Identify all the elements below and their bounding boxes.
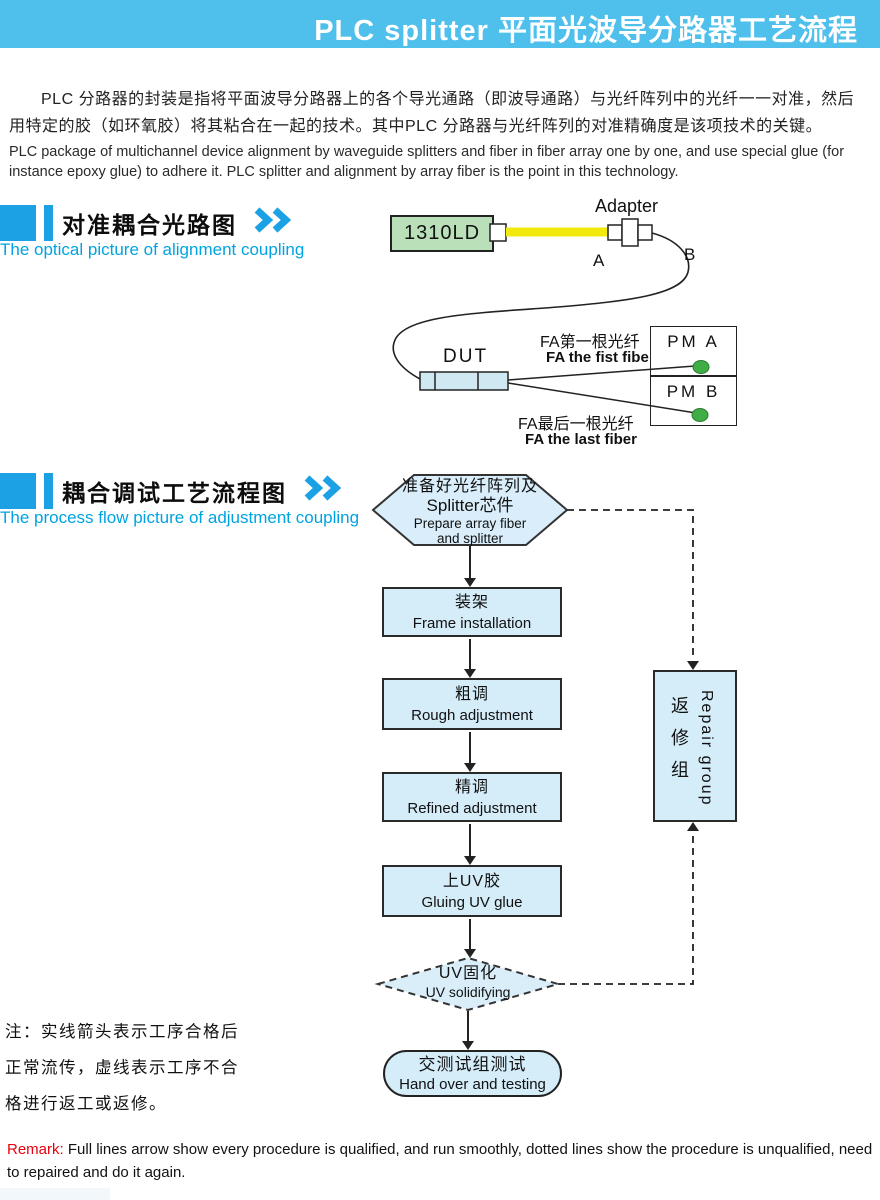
intro-paragraph-zh: PLC 分路器的封装是指将平面波导分路器上的各个导光通路（即波导通路）与光纤阵列…: [9, 91, 855, 135]
note-line3: 格进行返工或返修。: [5, 1095, 167, 1113]
end-label-zh: 交测试组测试: [418, 1054, 527, 1074]
section2-title-text: 耦合调试工艺流程图: [62, 480, 287, 506]
section2-marker-bar: [44, 473, 53, 509]
step-label-en: Rough adjustment: [411, 706, 533, 724]
dashed-line-bottom: [558, 832, 694, 985]
step-label-zh: 装架: [454, 593, 489, 611]
decision-label-en: UV solidifying: [425, 984, 511, 1000]
adapter-flange-left: [607, 224, 623, 241]
flow-step-rough-adjustment: 粗调 Rough adjustment: [382, 678, 562, 730]
section1-title: 对准耦合光路图: [62, 205, 293, 241]
flow-step-frame-installation: 装架 Frame installation: [382, 587, 562, 637]
start-label-zh1: 准备好光纤阵列及: [401, 478, 538, 495]
power-meter-b-box: PM B: [650, 376, 737, 426]
section2-title: 耦合调试工艺流程图: [62, 473, 343, 509]
repair-group-label-zh: 返修组: [669, 696, 689, 792]
step-label-en: Frame installation: [412, 614, 532, 632]
flow-step-gluing-uv-glue: 上UV胶 Gluing UV glue: [382, 865, 562, 917]
step-label-zh: 上UV胶: [442, 872, 502, 890]
last-fiber-label-en: FA the last fiber: [525, 431, 637, 448]
port-a-label: A: [593, 251, 605, 270]
intro-paragraph-en: PLC package of multichannel device align…: [9, 144, 845, 180]
remark-label: Remark:: [7, 1141, 64, 1158]
dut-label: DUT: [443, 346, 489, 367]
dut-body: [419, 371, 509, 391]
header-bar: PLC splitter 平面光波导分路器工艺流程: [0, 0, 880, 48]
section1-subtitle: The optical picture of alignment couplin…: [0, 240, 305, 259]
section1-title-text: 对准耦合光路图: [62, 212, 237, 238]
double-chevron-icon: [303, 475, 343, 507]
adapter-flange-right: [637, 224, 653, 241]
arrow-head: [464, 669, 476, 678]
arrow-head: [464, 856, 476, 865]
bottom-left-faint-bar: [0, 1188, 110, 1200]
flow-end-hand-over-testing: 交测试组测试 Hand over and testing: [383, 1050, 562, 1097]
step-label-en: Gluing UV glue: [421, 893, 523, 911]
step-label-en: Refined adjustment: [407, 799, 537, 817]
section1-marker-square: [0, 205, 36, 241]
flow-step-refined-adjustment: 精调 Refined adjustment: [382, 772, 562, 822]
arrow-head: [462, 1041, 474, 1050]
laser-source-box: 1310LD: [390, 215, 494, 252]
repair-group-label-en: Repair group: [698, 690, 715, 807]
arrow-head: [464, 763, 476, 772]
start-label-en1: Prepare array fiber: [413, 516, 527, 531]
dashed-line-top: [567, 509, 694, 660]
start-label-en2: and splitter: [436, 531, 504, 546]
dashed-arrow-head-down: [687, 661, 699, 670]
last-fiber-label-zh: FA最后一根光纤: [518, 416, 634, 433]
adapter-body: [621, 218, 639, 247]
note-line1: 注：实线箭头表示工序合格后: [5, 1023, 239, 1041]
note-text: 注：实线箭头表示工序合格后 正常流传，虚线表示工序不合 格进行返工或返修。: [5, 1014, 350, 1122]
arrow-head: [464, 578, 476, 587]
note-line2: 正常流传，虚线表示工序不合: [5, 1059, 239, 1077]
first-fiber-label-en: FA the fist fibe: [546, 349, 649, 366]
dashed-arrow-head-up: [687, 822, 699, 831]
section2-subtitle: The process flow picture of adjustment c…: [0, 508, 360, 527]
remark-text: Remark: Full lines arrow show every proc…: [7, 1138, 873, 1184]
port-b-label: B: [684, 245, 696, 264]
end-label-en: Hand over and testing: [399, 1075, 546, 1093]
arrow-head: [464, 949, 476, 958]
start-label-zh2: Splitter芯件: [426, 496, 514, 515]
step-label-zh: 精调: [454, 778, 489, 796]
double-chevron-icon: [253, 207, 293, 239]
adapter-label: Adapter: [595, 196, 659, 216]
step-label-zh: 粗调: [454, 685, 489, 703]
decision-label-zh: UV固化: [438, 965, 498, 982]
repair-group-box: [653, 670, 737, 822]
flow-start-prepare: 准备好光纤阵列及 Splitter芯件 Prepare array fiber …: [383, 477, 557, 546]
power-meter-a-box: PM A: [650, 326, 737, 376]
page-title: PLC splitter 平面光波导分路器工艺流程: [314, 15, 858, 47]
remark-body: Full lines arrow show every procedure is…: [7, 1141, 873, 1181]
section2-marker-square: [0, 473, 36, 509]
section1-marker-bar: [44, 205, 53, 241]
flow-decision-uv-solidifying: UV固化 UV solidifying: [388, 964, 548, 1001]
